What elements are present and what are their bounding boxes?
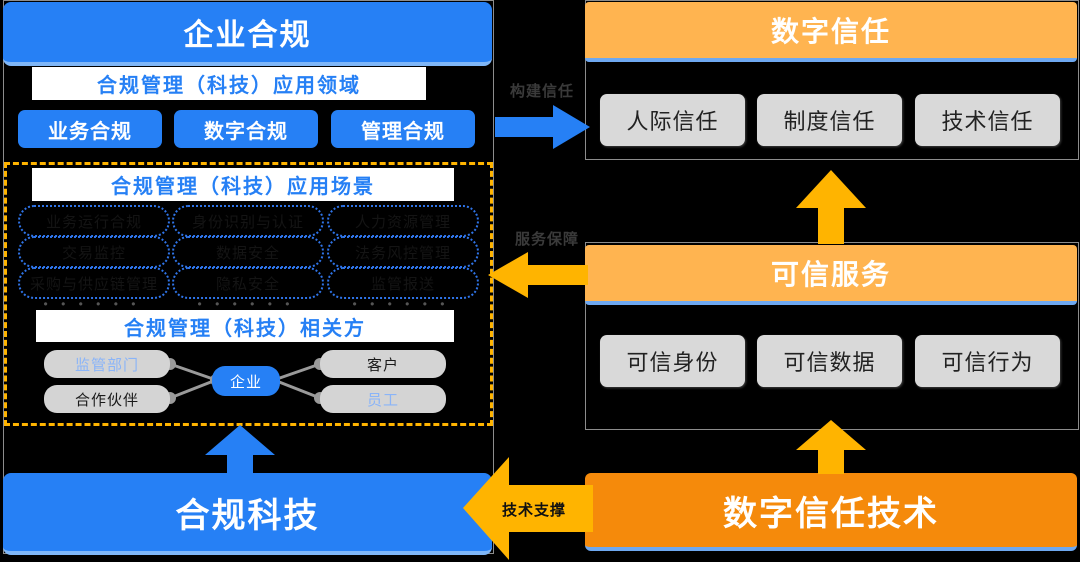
scenario-col3-more: • • • • • • bbox=[352, 297, 450, 311]
scenario-pill-c1-r2[interactable]: 交易监控 bbox=[18, 236, 170, 268]
digital-trust-tech-bar: 数字信任技术 bbox=[585, 473, 1077, 551]
digital-trust-item-interpersonal[interactable]: 人际信任 bbox=[600, 94, 745, 146]
tech-support-label: 技术支撑 bbox=[501, 502, 566, 519]
digital-trust-container bbox=[585, 0, 1079, 160]
digital-trust-tech-title: 数字信任技术 bbox=[723, 494, 939, 533]
trusted-service-item-identity-label: 可信身份 bbox=[626, 350, 719, 375]
domain-pill-management[interactable]: 管理合规 bbox=[331, 110, 475, 148]
compliance-tech-title: 合规科技 bbox=[175, 496, 320, 535]
scenario-col2-more: • • • • • • bbox=[197, 297, 295, 311]
scenario-pill-c3-r1-label: 人力资源管理 bbox=[354, 213, 451, 231]
tech-support-arrow-icon bbox=[463, 457, 593, 560]
scenario-pill-c3-r3[interactable]: 监管报送 bbox=[327, 267, 479, 299]
stakeholder-partner-label: 合作伙伴 bbox=[74, 391, 139, 409]
trusted-service-item-behavior[interactable]: 可信行为 bbox=[915, 335, 1060, 387]
digital-trust-item-institutional-label: 制度信任 bbox=[783, 109, 876, 134]
scenario-pill-c2-r2-label: 数据安全 bbox=[215, 244, 280, 262]
digital-trust-tech-up-arrow-icon bbox=[796, 420, 866, 474]
domain-pill-business-label: 业务合规 bbox=[48, 120, 132, 143]
digital-trust-title: 数字信任 bbox=[770, 16, 891, 47]
trusted-service-item-data[interactable]: 可信数据 bbox=[757, 335, 902, 387]
scenario-pill-c3-r3-label: 监管报送 bbox=[370, 275, 435, 293]
stakeholder-employee[interactable]: 员工 bbox=[320, 385, 446, 413]
service-guarantee-label: 服务保障 bbox=[514, 231, 579, 248]
scenario-col1-more: • • • • • • bbox=[43, 297, 141, 311]
scenario-band: 合规管理（科技）应用场景 bbox=[32, 168, 454, 201]
scenario-pill-c1-r1-label: 业务运行合规 bbox=[45, 213, 142, 231]
digital-trust-header: 数字信任 bbox=[585, 2, 1077, 62]
digital-trust-item-technical-label: 技术信任 bbox=[941, 109, 1034, 134]
scenario-pill-c1-r2-label: 交易监控 bbox=[61, 244, 126, 262]
stakeholder-customer[interactable]: 客户 bbox=[320, 350, 446, 378]
scenario-pill-c1-r3-label: 采购与供应链管理 bbox=[29, 275, 158, 293]
scenario-pill-c2-r3[interactable]: 隐私安全 bbox=[172, 267, 324, 299]
domain-band-label: 合规管理（科技）应用领域 bbox=[97, 75, 361, 97]
trusted-service-item-behavior-label: 可信行为 bbox=[941, 350, 1034, 375]
stakeholder-customer-label: 客户 bbox=[366, 356, 399, 374]
scenario-pill-c3-r2[interactable]: 法务风控管理 bbox=[327, 236, 479, 268]
build-trust-label: 构建信任 bbox=[509, 83, 574, 100]
scenario-pill-c3-r2-label: 法务风控管理 bbox=[354, 244, 451, 262]
scenario-pill-c3-r1[interactable]: 人力资源管理 bbox=[327, 205, 479, 237]
stakeholder-employee-label: 员工 bbox=[366, 391, 399, 409]
domain-band: 合规管理（科技）应用领域 bbox=[32, 67, 426, 100]
stakeholder-regulator[interactable]: 监管部门 bbox=[44, 350, 170, 378]
domain-pill-digital[interactable]: 数字合规 bbox=[174, 110, 318, 148]
stakeholder-band: 合规管理（科技）相关方 bbox=[36, 310, 454, 342]
scenario-pill-c2-r1[interactable]: 身份识别与认证 bbox=[172, 205, 324, 237]
compliance-tech-up-arrow-icon bbox=[205, 425, 275, 475]
compliance-tech-bar: 合规科技 bbox=[3, 473, 492, 555]
stakeholder-partner[interactable]: 合作伙伴 bbox=[44, 385, 170, 413]
digital-trust-item-institutional[interactable]: 制度信任 bbox=[757, 94, 902, 146]
trusted-service-item-data-label: 可信数据 bbox=[783, 350, 876, 375]
domain-pill-business[interactable]: 业务合规 bbox=[18, 110, 162, 148]
scenario-band-label: 合规管理（科技）应用场景 bbox=[111, 176, 375, 198]
scenario-pill-c2-r1-label: 身份识别与认证 bbox=[191, 213, 304, 231]
stakeholder-band-label: 合规管理（科技）相关方 bbox=[124, 317, 366, 340]
enterprise-compliance-title: 企业合规 bbox=[183, 19, 312, 52]
trusted-service-title: 可信服务 bbox=[770, 259, 891, 290]
trusted-service-item-identity[interactable]: 可信身份 bbox=[600, 335, 745, 387]
domain-pill-management-label: 管理合规 bbox=[361, 120, 445, 143]
scenario-pill-c1-r1[interactable]: 业务运行合规 bbox=[18, 205, 170, 237]
scenario-pill-c1-r3[interactable]: 采购与供应链管理 bbox=[18, 267, 170, 299]
trusted-service-header: 可信服务 bbox=[585, 245, 1077, 305]
digital-trust-item-technical[interactable]: 技术信任 bbox=[915, 94, 1060, 146]
scenario-pill-c2-r3-label: 隐私安全 bbox=[215, 275, 280, 293]
enterprise-compliance-header: 企业合规 bbox=[3, 2, 492, 66]
domain-pill-digital-label: 数字合规 bbox=[204, 120, 288, 143]
service-guarantee-arrow-icon bbox=[488, 252, 588, 298]
stakeholder-enterprise-label: 企业 bbox=[229, 373, 262, 391]
trusted-service-up-arrow-icon bbox=[796, 170, 866, 244]
digital-trust-item-interpersonal-label: 人际信任 bbox=[626, 109, 719, 134]
stakeholder-regulator-label: 监管部门 bbox=[74, 356, 139, 374]
scenario-stakeholder-dashed-box bbox=[4, 162, 493, 426]
build-trust-arrow-icon bbox=[495, 105, 590, 149]
scenario-pill-c2-r2[interactable]: 数据安全 bbox=[172, 236, 324, 268]
stakeholder-enterprise[interactable]: 企业 bbox=[212, 366, 280, 396]
